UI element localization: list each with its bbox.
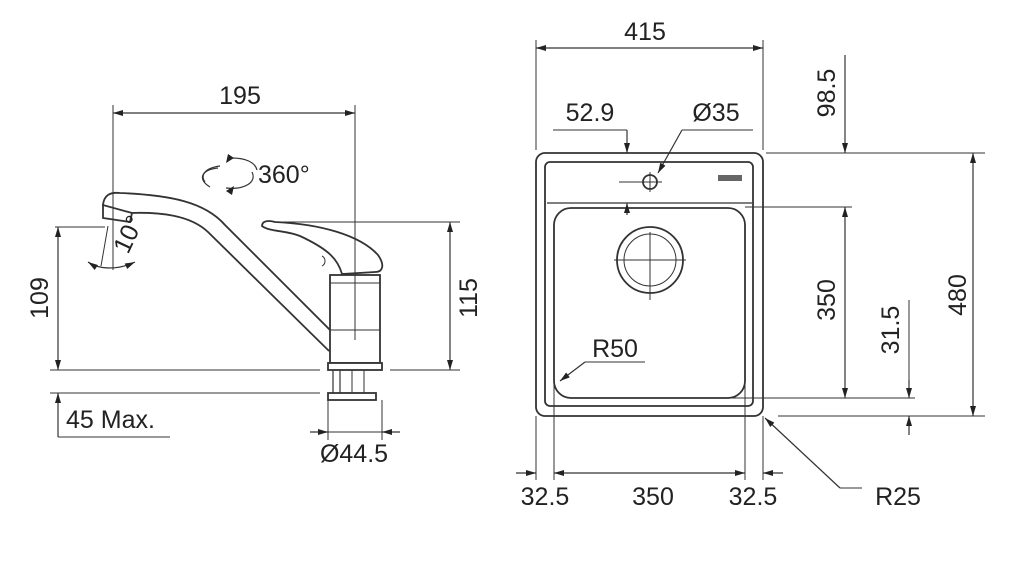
dim-base-diameter: Ø44.5 xyxy=(320,440,388,468)
dim-spout-height: 109 xyxy=(26,277,54,319)
faucet-drawing: 195 360° 10° 109 115 45 Max. Ø44.5 xyxy=(26,82,483,468)
dim-left-rim: 32.5 xyxy=(521,483,570,511)
dim-bowl-radius: R50 xyxy=(592,335,638,363)
angle-arc xyxy=(87,261,136,271)
brand-logo xyxy=(718,175,742,181)
dim-overall-width: 415 xyxy=(624,18,666,46)
dim-max-thickness: 45 Max. xyxy=(66,406,155,434)
dim-bowl-width: 350 xyxy=(632,483,674,511)
faucet-spout xyxy=(102,191,337,353)
dim-bowl-length: 350 xyxy=(813,279,841,321)
leader-arrow xyxy=(764,417,841,489)
aerator xyxy=(102,203,134,224)
mounting-plate xyxy=(327,392,377,401)
dim-tap-hole-offset: 52.9 xyxy=(566,99,615,127)
leader-arrow xyxy=(559,361,586,382)
rotation-label: 360° xyxy=(258,161,310,189)
dim-bottom-rim: 31.5 xyxy=(877,306,905,355)
dim-right-rim: 32.5 xyxy=(729,483,778,511)
angle-line xyxy=(100,225,109,267)
dim-outer-radius: R25 xyxy=(875,483,921,511)
threaded-rod xyxy=(351,369,365,396)
sink-bowl xyxy=(553,207,746,399)
rotation-icon xyxy=(201,154,258,195)
sink-drawing: 415 52.9 Ø35 R50 98.5 350 31.5 480 32.5 xyxy=(516,18,985,511)
dim-top-rim: 98.5 xyxy=(813,69,841,118)
dim-overall-length: 480 xyxy=(944,274,972,316)
dim-spout-reach: 195 xyxy=(219,82,261,110)
lever-detail xyxy=(321,255,326,267)
leader-arrow xyxy=(657,129,683,174)
faucet-base xyxy=(327,362,383,371)
faucet-lever xyxy=(261,220,384,275)
drain xyxy=(614,226,686,300)
dim-tap-hole-diameter: Ø35 xyxy=(692,99,739,127)
dim-total-height: 115 xyxy=(455,278,483,318)
